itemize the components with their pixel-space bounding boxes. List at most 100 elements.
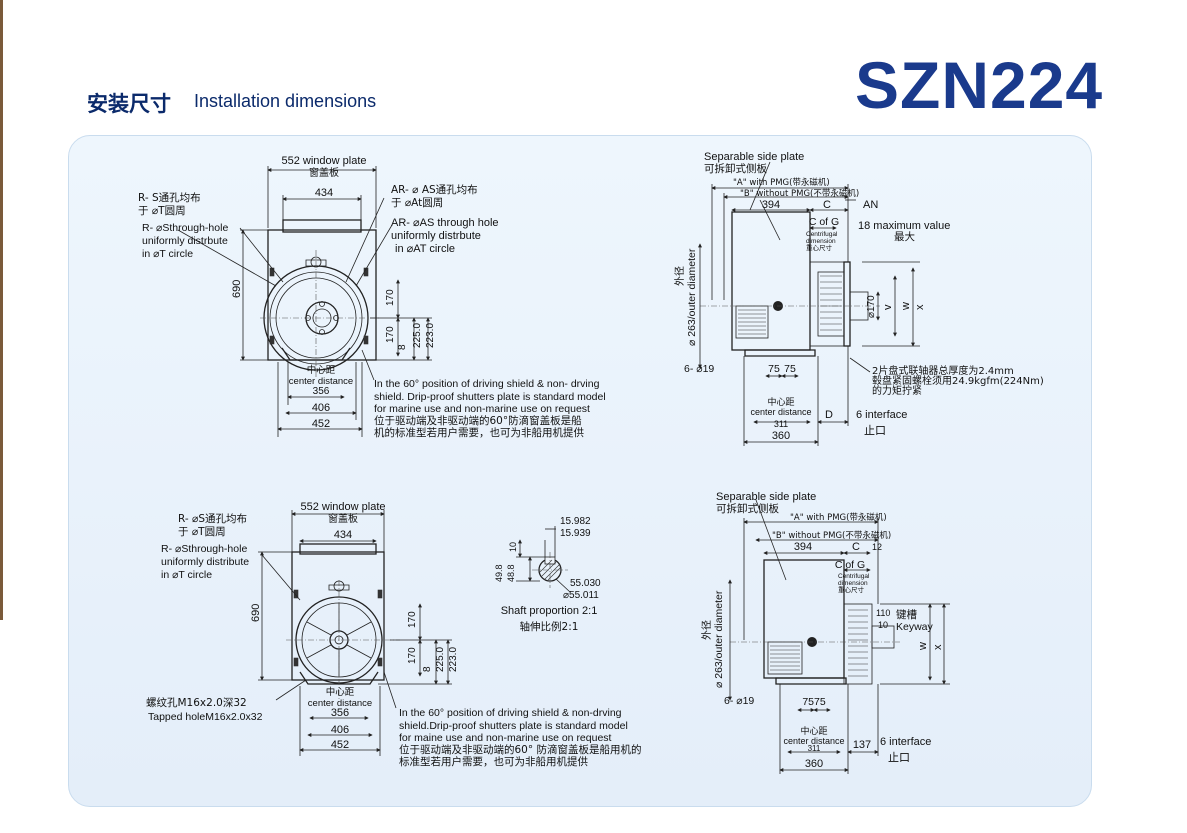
bl-dim-452: 452 [331, 739, 349, 751]
tr-dim-360: 360 [772, 430, 790, 442]
br-dim-311: 311 [808, 744, 821, 753]
bl-tapped-en: Tapped holeM16x2.0x32 [148, 711, 263, 723]
tl-dim-406: 406 [312, 402, 330, 414]
tl-note-1: In the 60° position of driving shield & … [374, 378, 600, 390]
br-center-en: center distance [783, 736, 844, 746]
br-interface: 6 interface [880, 736, 931, 748]
bl-dim-356: 356 [331, 707, 349, 719]
tl-note-3: for marine use and non-marine use on req… [374, 403, 590, 415]
tr-outer-en: ⌀ 263/outer diameter [686, 248, 698, 346]
bl-r-zh-2: 于 ⌀T圆周 [178, 526, 226, 538]
tr-side-plate: Separable side plate [704, 151, 804, 163]
br-dim-360: 360 [805, 758, 823, 770]
br-zh-cog: 重心尺寸 [838, 585, 865, 594]
br-a-pmg: "A" with PMG(带永磁机) [790, 512, 887, 523]
br-center-zh: 中心距 [800, 725, 827, 737]
tr-side-plate-zh: 可拆卸式侧板 [704, 162, 767, 175]
tr-dim-394: 394 [762, 199, 780, 211]
bl-note-5: 标准型若用户需要，也可为非船用机提供 [399, 755, 588, 768]
header-title-en: Installation dimensions [194, 91, 377, 111]
shaft-d3: 10 [508, 542, 518, 552]
tr-dim-75b: 75 [784, 363, 796, 375]
bl-r-zh-1: R- ⌀S通孔均布 [178, 512, 247, 525]
tl-dim-690: 690 [231, 280, 243, 298]
bl-window-plate-zh: 窗盖板 [328, 512, 358, 525]
tr-interface: 6 interface [856, 409, 907, 421]
tr-dim-311: 311 [774, 419, 788, 429]
br-dim-12: 12 [872, 542, 882, 552]
tr-holes: 6- ⌀19 [684, 363, 714, 375]
br-side-plate-zh: 可拆卸式侧板 [716, 502, 779, 515]
bl-r-en-2: uniformly distribute [161, 556, 249, 568]
tl-ar-en-1: AR- ⌀AS through hole [391, 217, 499, 229]
bl-r-en-3: in ⌀T circle [161, 569, 212, 581]
shaft-d6: 55.030 [570, 578, 601, 589]
bl-note-4: 位于驱动端及非驱动端的60° 防滴窗盖板是船用机的 [399, 743, 641, 756]
tl-r-en-1: R- ⌀Sthrough-hole [142, 222, 228, 234]
bl-dim-170b: 170 [407, 647, 418, 664]
bl-dim-434: 434 [334, 529, 352, 541]
br-side-plate: Separable side plate [716, 491, 816, 503]
tl-dim-452: 452 [312, 418, 330, 430]
br-dim-137: 137 [853, 739, 871, 751]
tr-coupling-3: 的力矩拧紧 [872, 384, 922, 397]
tr-a-pmg: "A" with PMG(带永磁机) [733, 177, 830, 188]
model-number: SZN224 [855, 48, 1104, 122]
br-dim-7575: 7575 [802, 696, 826, 708]
tl-ar-zh-2: 于 ⌀At圆周 [391, 197, 443, 209]
shaft-label-zh: 轴伸比例2:1 [520, 620, 579, 633]
br-dim-c: C [852, 541, 860, 553]
shaft-d1: 15.982 [560, 516, 591, 527]
br-cofg: C of G [835, 559, 865, 571]
bl-tapped-zh: 螺纹孔M16x2.0深32 [146, 696, 247, 709]
bl-dim-406: 406 [331, 724, 349, 736]
tr-center-zh: 中心距 [767, 396, 794, 408]
bl-dim-170a: 170 [407, 611, 418, 628]
tl-r-en-3: in ⌀T circle [142, 248, 193, 260]
bl-note-2: shield.Drip-proof shutters plate is stan… [399, 720, 628, 732]
tr-cofg: C of G [809, 216, 839, 228]
tr-dim-v: v [882, 304, 894, 310]
br-outer-en: ⌀ 263/outer diameter [713, 590, 725, 688]
shaft-d5: 48.8 [506, 564, 516, 582]
tl-r-zh-2: 于 ⌀T圆周 [138, 205, 186, 217]
tr-coupling-2: 毂盘紧固螺栓须用24.9kgfm(224Nm) [872, 374, 1044, 387]
tl-note-5: 机的标准型若用户需要，也可为非船用机提供 [374, 426, 584, 439]
tl-dim-223: 223.0 [425, 323, 436, 348]
shaft-d4: 49.8 [494, 564, 504, 582]
br-interface-zh: 止口 [888, 751, 910, 764]
tr-coupling-1: 2片盘式联轴器总厚度为2.4mm [872, 364, 1014, 377]
tr-max-18: 18 maximum value [858, 220, 950, 232]
tr-zh-cog: 重心尺寸 [806, 243, 833, 252]
tl-note-2: shield. Drip-proof shutters plate is sta… [374, 391, 606, 403]
tl-center-en: center distance [289, 376, 353, 387]
tr-centrifugal: Centrifugal [806, 231, 838, 238]
tl-note-4: 位于驱动端及非驱动端的60°防滴窗盖板是船 [374, 414, 582, 427]
br-dim-10: 10 [878, 620, 888, 630]
bl-dim-690: 690 [250, 604, 262, 622]
shaft-detail: 15.982 15.939 10 49.8 48.8 55.030 ⌀55.01… [494, 516, 601, 633]
tl-dim-434: 434 [315, 187, 333, 199]
tr-outer-zh: 外径 [673, 266, 686, 286]
front-view-bottom: 552 window plate 窗盖板 434 R- ⌀S通孔均布 于 ⌀T圆… [146, 501, 641, 768]
tl-window-plate: 552 window plate [281, 155, 366, 167]
br-keyway-en: Keyway [896, 621, 934, 633]
br-dimension: dimension [838, 580, 868, 587]
shaft-d7: ⌀55.011 [563, 590, 599, 601]
tr-dim-an: AN [863, 199, 878, 211]
tl-dim-170b: 170 [385, 326, 396, 343]
bl-dim-223: 223.0 [448, 647, 459, 672]
tl-dim-356: 356 [313, 386, 330, 397]
tr-dim-75a: 75 [768, 363, 780, 375]
side-view-bottom: Separable side plate 可拆卸式侧板 "A" with PMG… [700, 491, 950, 774]
tl-dim-170a: 170 [385, 289, 396, 306]
tr-interface-zh: 止口 [864, 424, 886, 437]
tl-dim-8: 8 [397, 344, 408, 350]
tl-ar-en-3: in ⌀AT circle [395, 243, 455, 255]
bl-center-en: center distance [308, 698, 372, 709]
tr-b-pmg: "B" without PMG(不带永磁机) [740, 188, 859, 199]
left-edge-strip [0, 0, 3, 620]
bl-window-plate: 552 window plate [300, 501, 385, 513]
header-title-zh: 安装尺寸 [87, 92, 171, 116]
